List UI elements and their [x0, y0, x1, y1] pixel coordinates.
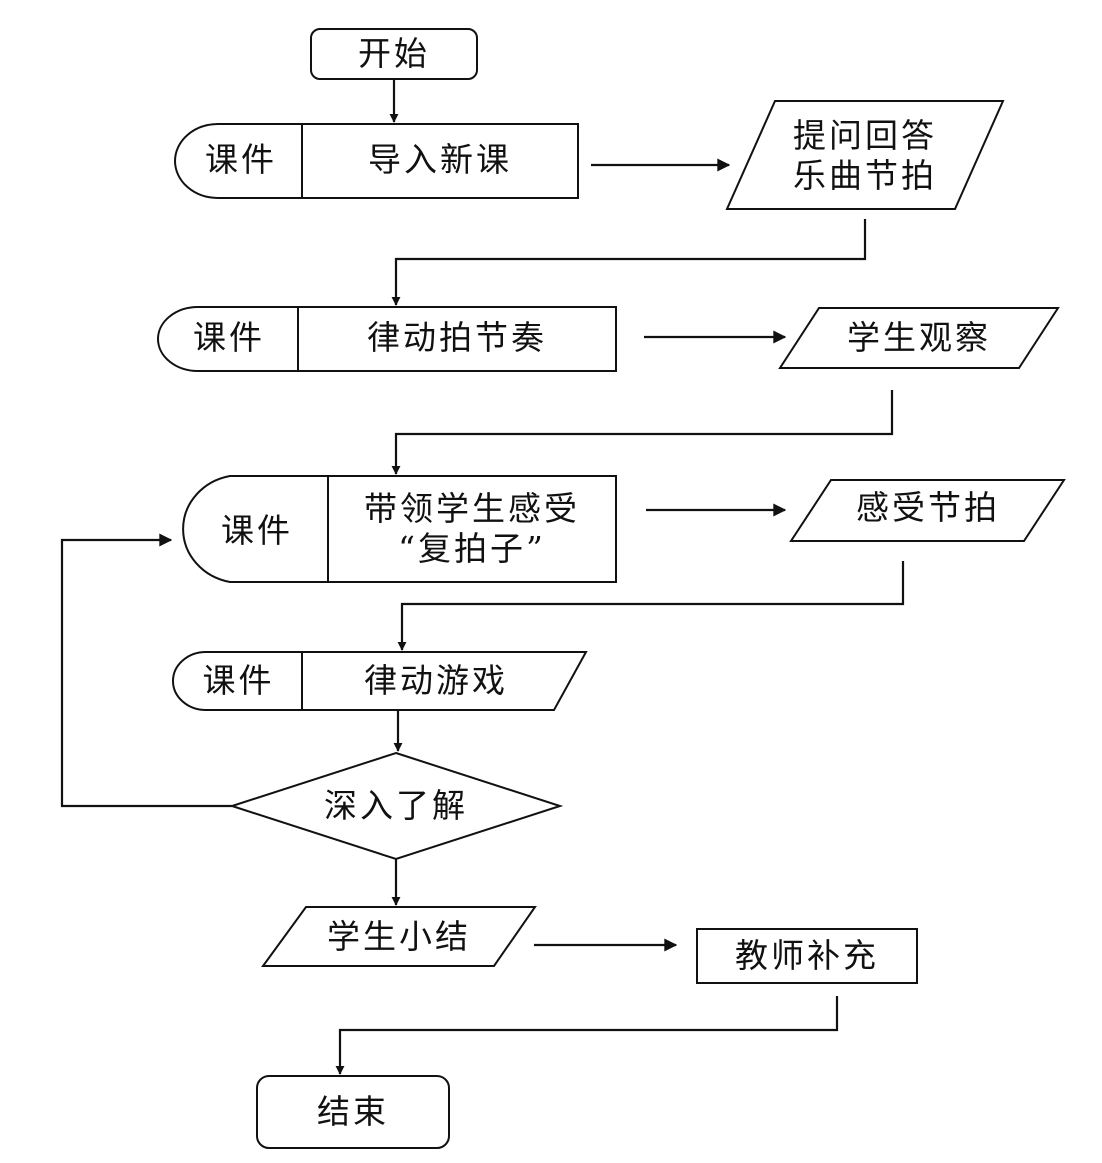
step1-process-label: 导入新课: [368, 140, 512, 179]
step1-output-shape: [725, 100, 1005, 210]
arrow-output2-to-step3: [391, 390, 894, 475]
arrow-output1-to-step2: [391, 219, 867, 306]
step1-output-label-1: 提问回答: [793, 116, 937, 155]
summary-shape: [261, 906, 537, 967]
summary-output-label: 教师补充: [735, 936, 879, 975]
end-label: 结束: [317, 1092, 389, 1131]
step3-process-label-1: 带领学生感受: [364, 489, 580, 528]
step3-resource-shape: [182, 475, 329, 583]
start-label: 开始: [358, 34, 430, 73]
summary-output-box: [696, 928, 918, 984]
arrow-output3-to-step4: [397, 561, 905, 651]
step4-resource-shape: [172, 651, 303, 711]
step3-process-box: [327, 475, 617, 583]
step4-process-shape: [301, 651, 588, 711]
step2-resource-shape: [157, 306, 299, 372]
end-terminal: [256, 1075, 450, 1149]
summary-label: 学生小结: [327, 917, 471, 956]
step1-resource-label: 课件: [205, 140, 277, 179]
decision-label: 深入了解: [324, 786, 468, 825]
step3-resource-label: 课件: [221, 511, 293, 550]
step1-process-box: [301, 123, 579, 199]
step1-resource-shape: [174, 123, 303, 199]
step2-resource-label: 课件: [193, 318, 265, 357]
step1-output-label-2: 乐曲节拍: [793, 156, 937, 195]
step2-process-label: 律动拍节奏: [367, 318, 547, 357]
step3-output-shape: [789, 479, 1066, 542]
step3-output-label: 感受节拍: [856, 488, 1000, 527]
step2-output-shape: [778, 307, 1060, 369]
step2-process-box: [297, 306, 617, 372]
loop-back-arrow: [60, 533, 232, 808]
step2-output-label: 学生观察: [847, 318, 991, 357]
arrow-output-to-end: [335, 996, 839, 1075]
step4-process-label: 律动游戏: [364, 661, 508, 700]
step4-resource-label: 课件: [202, 661, 275, 700]
step3-process-label-2: “复拍子”: [398, 529, 546, 568]
